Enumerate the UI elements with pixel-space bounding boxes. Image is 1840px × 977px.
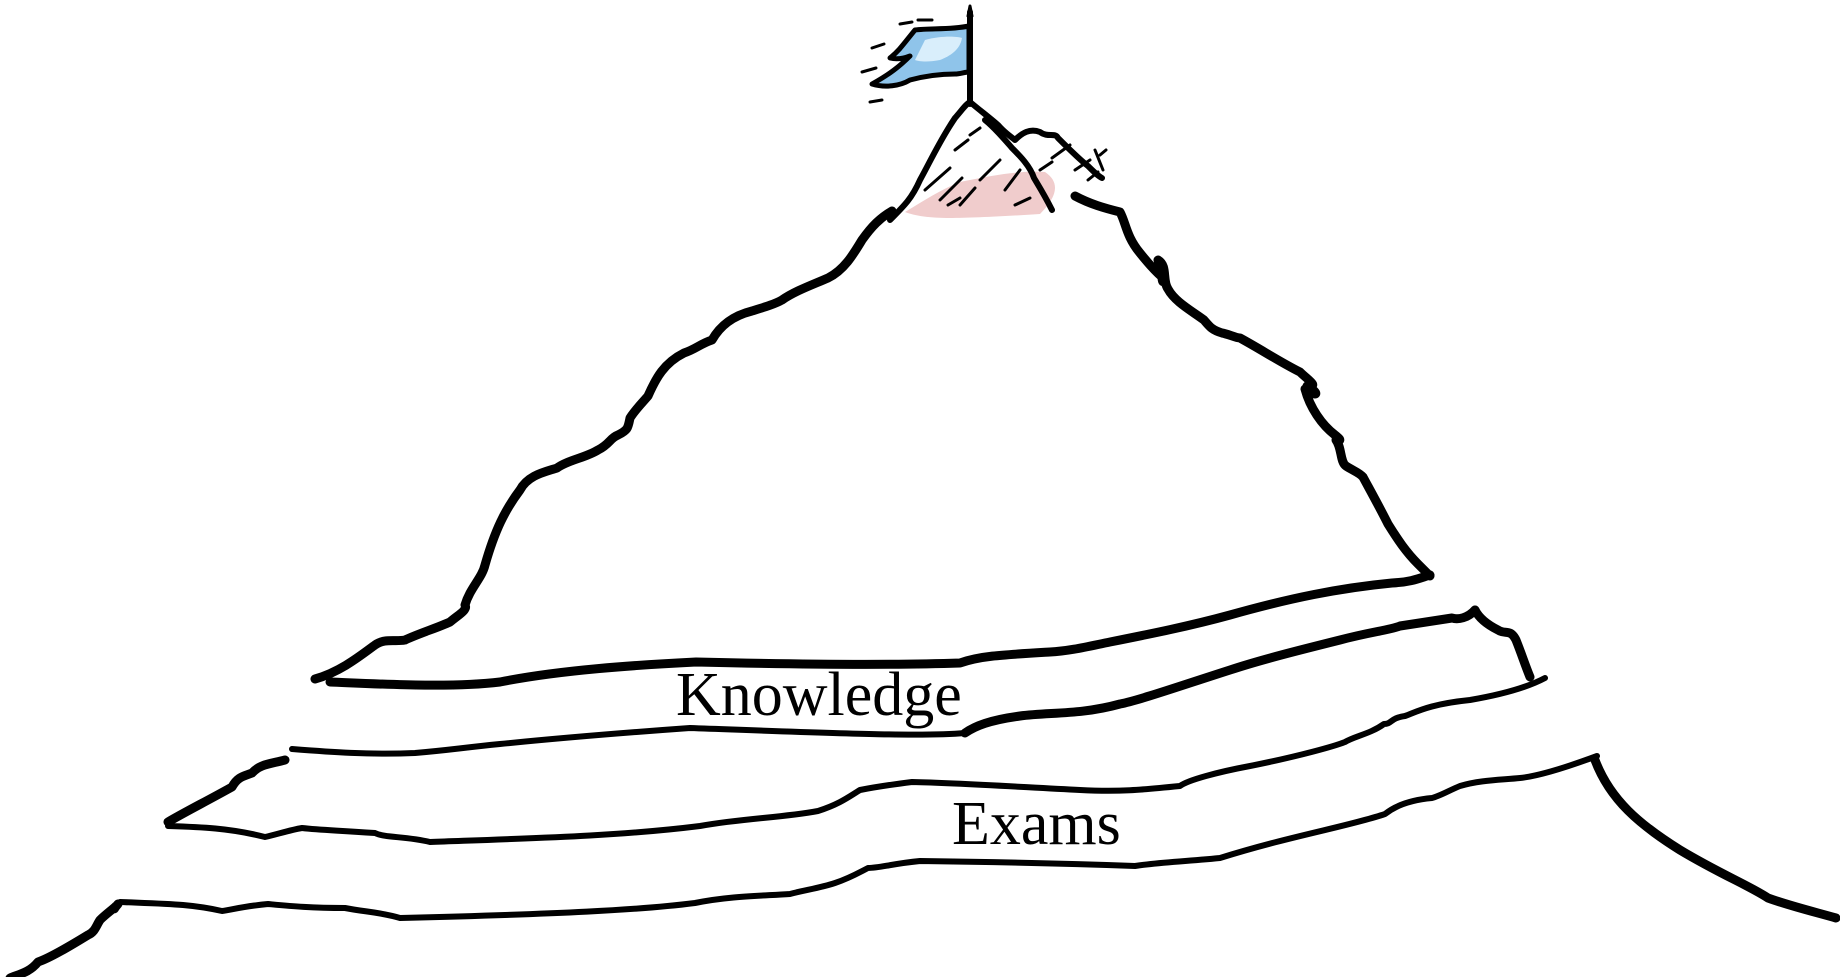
knowledge-band-underside bbox=[292, 728, 965, 754]
mountain-left-slope bbox=[315, 211, 892, 679]
mountain-peak-with-flag-icon bbox=[862, 6, 1106, 220]
exams-band-left-edge bbox=[168, 760, 285, 822]
knowledge-label: Knowledge bbox=[676, 664, 962, 726]
exams-label: Exams bbox=[952, 793, 1121, 855]
mountain bbox=[315, 196, 1430, 685]
exams-band-lower bbox=[120, 756, 1597, 918]
right-ground-slope bbox=[1595, 760, 1836, 918]
mountain-right-slope bbox=[1075, 196, 1430, 576]
left-ground-slope bbox=[10, 904, 118, 977]
knowledge-band-cliff bbox=[1475, 610, 1530, 677]
